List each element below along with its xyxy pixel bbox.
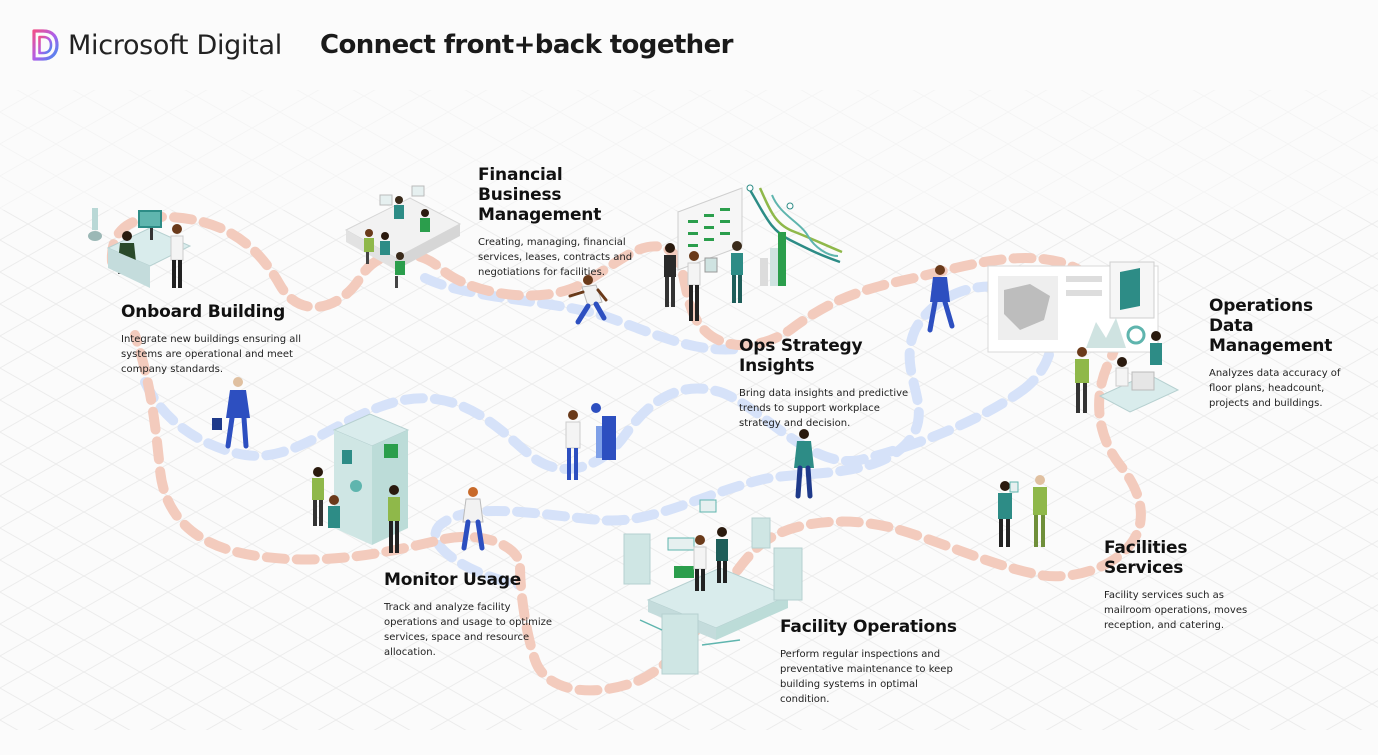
stage-ops-strategy-insights: Ops Strategy Insights Bring data insight… (739, 336, 924, 431)
stage-financial-business: Financial Business Management Creating, … (478, 165, 638, 280)
brand: Microsoft Digital (30, 28, 282, 62)
ops-data-illustration (987, 261, 1180, 413)
financial-illustration (344, 185, 462, 288)
brand-name: Microsoft Digital (68, 29, 282, 61)
page-title: Connect front+back together (320, 30, 733, 60)
stage-financial-description: Creating, managing, financial services, … (478, 237, 633, 278)
stage-facilities-services-title: Facilities Services (1104, 538, 1188, 578)
walking-person-illustration (927, 265, 955, 333)
stage-monitor-title: Monitor Usage (384, 570, 522, 590)
stage-operations-data-management: Operations Data Management Analyzes data… (1209, 296, 1359, 411)
stage-monitor-description: Track and analyze facility operations an… (384, 602, 553, 658)
running-person-illustration (568, 275, 608, 325)
stage-onboard-building: Onboard Building Integrate new buildings… (121, 302, 301, 377)
stage-onboard-title: Onboard Building (121, 302, 286, 322)
woman-walking-illustration (461, 487, 485, 551)
businessman-illustration (212, 377, 250, 449)
stage-ops-data-title: Operations Data Management (1209, 296, 1333, 356)
monitor-usage-illustration (312, 413, 410, 553)
stage-ops-strategy-title: Ops Strategy Insights (739, 336, 863, 376)
stage-facility-ops-description: Perform regular inspections and preventa… (780, 649, 953, 705)
back-path-line-upper (420, 273, 750, 355)
stage-onboard-description: Integrate new buildings ensuring all sys… (121, 334, 301, 375)
stage-ops-strategy-description: Bring data insights and predictive trend… (739, 388, 909, 429)
ops-strategy-illustration (664, 184, 843, 321)
person-with-device-illustration (565, 403, 616, 480)
stage-monitor-usage: Monitor Usage Track and analyze facility… (384, 570, 564, 660)
stage-ops-data-description: Analyzes data accuracy of floor plans, h… (1209, 368, 1341, 409)
stage-facility-operations: Facility Operations Perform regular insp… (780, 617, 965, 707)
stage-facilities-services-description: Facility services such as mailroom opera… (1104, 590, 1248, 631)
stage-facilities-services: Facilities Services Facility services su… (1104, 538, 1269, 633)
front-path-line (106, 211, 1146, 696)
stage-financial-title: Financial Business Management (478, 165, 602, 225)
onboard-illustration (88, 208, 192, 288)
woman-standing-illustration (794, 429, 814, 499)
facilities-services-illustration (998, 475, 1047, 547)
microsoft-digital-logo-icon (32, 29, 59, 61)
stage-facility-ops-title: Facility Operations (780, 617, 957, 637)
facility-operations-illustration (623, 499, 803, 675)
